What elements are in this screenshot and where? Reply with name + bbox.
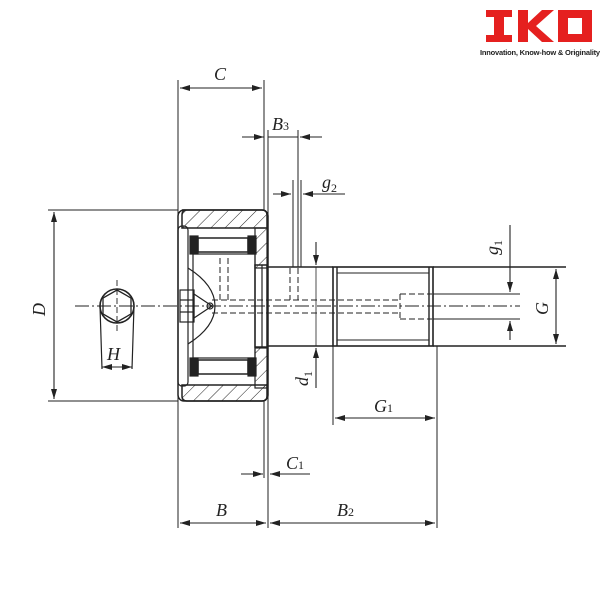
label-g2: g2 [322,172,337,195]
oil-holes-hidden-lines [212,258,432,320]
label-B3: B3 [272,114,289,134]
label-g1: g1 [482,240,505,255]
label-D: D [29,303,49,317]
dimension-lines [51,85,559,526]
label-C: C [214,64,227,84]
label-d1: d1 [292,371,315,386]
iko-logo: Innovation, Know-how & Originality [480,6,600,66]
label-C1: C1 [286,453,304,473]
stud-shank [267,266,566,347]
hex-socket-end-view [99,280,135,370]
iko-logo-mark [486,10,592,42]
label-H: H [106,344,121,364]
label-G1: G1 [374,396,393,416]
label-G: G [532,302,552,315]
needle-rollers [189,235,257,377]
label-B2: B2 [337,500,354,520]
extension-lines [48,80,520,528]
logo-tagline: Innovation, Know-how & Originality [480,48,600,57]
dimension-labels: C B3 g2 D H d1 g1 G G1 C1 B B2 [29,64,552,520]
label-B: B [216,500,227,520]
